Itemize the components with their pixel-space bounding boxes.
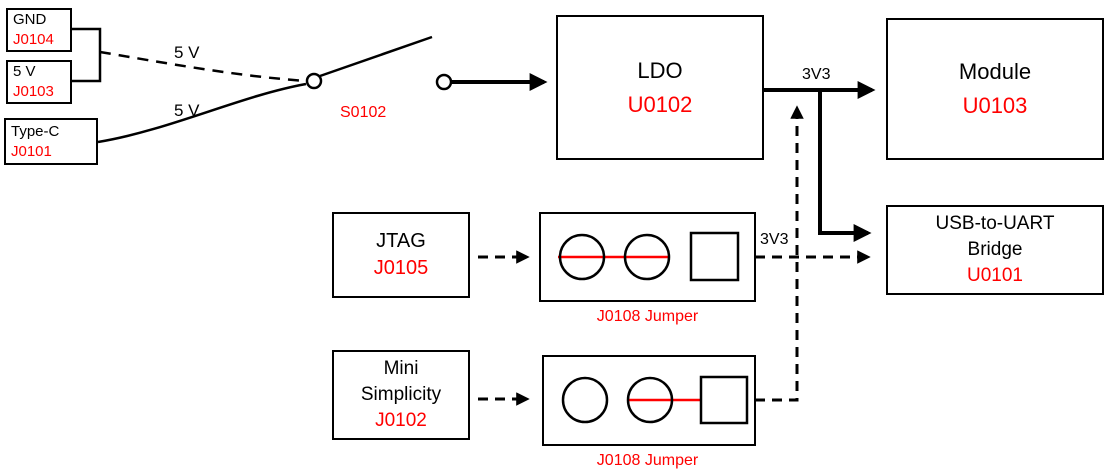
5v-connector-box: 5 V J0103 [6,60,72,104]
bridge-label-line1: USB-to-UART [935,213,1055,234]
jumper-top-pin2 [623,233,671,281]
wire-3v3-to-bridge [818,90,872,242]
net-label-5v-dashed: 5 V [174,43,200,62]
switch-ref-label: S0102 [340,104,387,121]
jumper-bottom-pin2 [626,376,674,424]
module-ref: U0103 [962,93,1028,118]
jtag-box: JTAG J0105 [332,212,470,298]
jumper-top-pin1 [558,233,606,281]
jtag-ref: J0105 [373,257,429,279]
wire-jumper-to-3v3-rail [755,105,804,402]
gnd-ref: J0104 [13,31,54,48]
gnd-label: GND [13,11,47,28]
mini-label-line2: Simplicity [360,384,442,405]
wire-5v-solid [97,82,307,144]
jumper-bottom-pin3-square [699,375,749,425]
jumper-top-pin3-square [689,231,740,282]
usb-uart-bridge-box: USB-to-UART Bridge U0101 [886,205,1104,295]
ldo-label: LDO [637,57,683,83]
switch-contact-left [305,72,323,90]
ldo-box: LDO U0102 [556,15,764,160]
5v-ref: J0103 [13,83,54,100]
gnd-connector-box: GND J0104 [6,8,72,52]
mini-label-line1: Mini [383,358,419,379]
jtag-label: JTAG [376,230,426,252]
mini-simplicity-box: Mini Simplicity J0102 [332,350,470,440]
type-c-ref: J0101 [11,142,52,160]
type-c-label: Type-C [11,122,60,140]
wire-5v-dashed [99,50,307,83]
module-label: Module [958,59,1032,84]
net-label-3v3-bridge-in: 3V3 [760,231,789,248]
net-label-5v-solid: 5 V [174,101,200,120]
module-box: Module U0103 [886,18,1104,160]
switch-contact-right [435,73,453,91]
gnd-5v-bracket [72,27,102,83]
mini-ref: J0102 [375,410,427,431]
bridge-label-line2: Bridge [967,239,1023,260]
ldo-ref: U0102 [627,91,693,117]
5v-label: 5 V [13,63,36,80]
bridge-ref: U0101 [967,265,1023,286]
switch-blade [319,35,433,78]
jumper-bottom-pin1 [561,376,609,424]
jumper-top-label: J0108 Jumper [596,308,699,325]
net-label-3v3-ldo-out: 3V3 [802,66,831,83]
type-c-connector-box: Type-C J0101 [4,118,98,165]
jumper-bottom-label: J0108 Jumper [596,452,699,469]
